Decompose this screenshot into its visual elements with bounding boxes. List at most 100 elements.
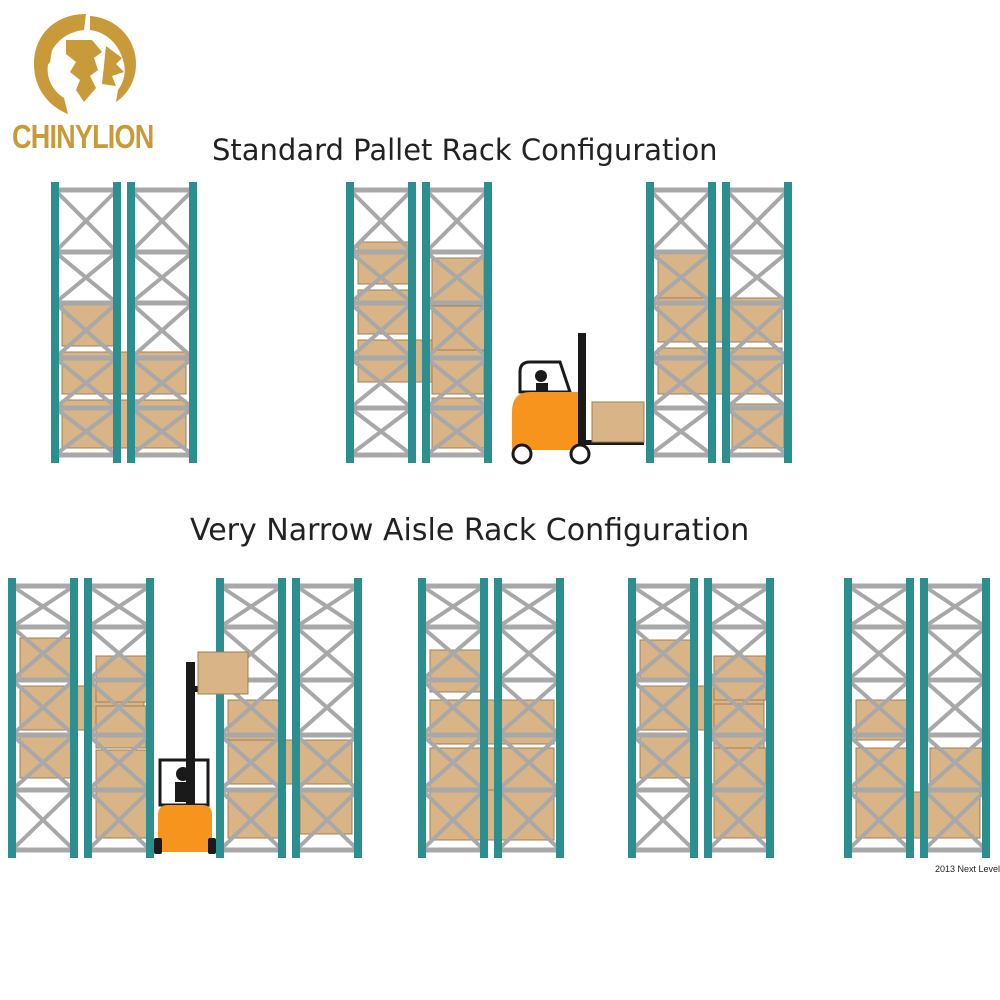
rack-upright <box>8 578 16 858</box>
rack-upright <box>784 182 792 463</box>
rack-brace <box>706 788 772 852</box>
pallet-box <box>713 747 767 791</box>
rack-brace <box>630 584 696 629</box>
rack-pair <box>346 182 492 463</box>
rack-upright <box>354 578 362 858</box>
rack-upright <box>766 578 774 858</box>
pallet-box <box>731 403 785 449</box>
credit-text: 2013 Next Level <box>934 864 1000 874</box>
rack-brace <box>724 356 790 410</box>
rack-upright <box>51 182 59 463</box>
rack-brace <box>218 788 284 852</box>
pallet-box <box>227 739 353 785</box>
rack-brace <box>294 733 360 792</box>
brand-name: CHINYLION <box>12 118 154 155</box>
vna-wheel <box>154 838 162 854</box>
rack-brace <box>648 406 714 457</box>
pallet-box <box>299 789 353 835</box>
vna-truck-icon <box>154 651 249 854</box>
rack-brace <box>846 788 912 852</box>
rack-pair <box>646 182 792 463</box>
rack-pair <box>628 578 774 858</box>
rack-upright <box>84 578 92 858</box>
rack-brace <box>53 356 119 410</box>
vna-body <box>158 805 212 852</box>
rack-upright <box>628 578 636 858</box>
rack-brace <box>922 584 988 629</box>
rack-brace <box>86 788 152 852</box>
lion-logo <box>34 14 136 114</box>
rack-brace <box>496 625 562 682</box>
rack-brace <box>218 733 284 792</box>
rack-brace <box>424 250 490 305</box>
rack-upright <box>346 182 354 463</box>
rack-brace <box>706 733 772 792</box>
rack-pair <box>418 578 564 858</box>
rack-brace <box>630 678 696 737</box>
vna-config-title: Very Narrow Aisle Rack Configuration <box>190 513 750 548</box>
rack-brace <box>922 625 988 682</box>
rack-upright <box>646 182 654 463</box>
rack-upright <box>556 578 564 858</box>
rack-upright <box>704 578 712 858</box>
vna-load <box>197 651 249 695</box>
rack-upright <box>494 578 502 858</box>
rack-brace <box>630 625 696 682</box>
rack-brace <box>348 301 414 360</box>
rack-brace <box>724 250 790 305</box>
rack-brace <box>294 678 360 737</box>
forklift-cage <box>518 360 573 394</box>
rack-brace <box>424 301 490 360</box>
rack-upright <box>408 182 416 463</box>
rack-brace <box>53 188 119 254</box>
rack-brace <box>129 188 195 254</box>
rack-upright <box>292 578 300 858</box>
rack-brace <box>648 250 714 305</box>
forklift-driver-head <box>535 370 547 382</box>
rack-brace <box>129 356 195 410</box>
rack-brace <box>86 733 152 792</box>
rack-brace <box>922 788 988 852</box>
rack-brace <box>294 788 360 852</box>
rack-upright <box>906 578 914 858</box>
rack-upright <box>278 578 286 858</box>
rack-brace <box>724 188 790 254</box>
rack-upright <box>844 578 852 858</box>
rack-brace <box>129 406 195 457</box>
rack-upright <box>484 182 492 463</box>
forklift-mast <box>578 333 586 445</box>
rack-brace <box>86 584 152 629</box>
rack-upright <box>216 578 224 858</box>
rack-brace <box>53 406 119 457</box>
rack-brace <box>496 584 562 629</box>
rack-brace <box>10 788 76 852</box>
rack-brace <box>706 584 772 629</box>
rack-brace <box>53 301 119 360</box>
rack-upright <box>920 578 928 858</box>
rack-brace <box>846 733 912 792</box>
rack-upright <box>480 578 488 858</box>
forklift-wheel <box>569 443 591 465</box>
rack-brace <box>348 406 414 457</box>
rack-brace <box>420 733 486 792</box>
vna-wheel <box>208 838 216 854</box>
rack-brace <box>218 584 284 629</box>
rack-upright <box>418 578 426 858</box>
rack-brace <box>218 678 284 737</box>
rack-brace <box>420 625 486 682</box>
rack-brace <box>10 678 76 737</box>
forklift-wheel <box>511 443 533 465</box>
forklift-icon <box>511 333 645 465</box>
rack-brace <box>294 625 360 682</box>
rack-brace <box>496 733 562 792</box>
rack-brace <box>424 188 490 254</box>
rack-brace <box>846 584 912 629</box>
rack-brace <box>922 678 988 737</box>
rack-brace <box>86 678 152 737</box>
rack-pair <box>8 578 154 858</box>
rack-pair <box>51 182 197 463</box>
pallet-box <box>95 749 149 791</box>
rack-brace <box>348 188 414 254</box>
rack-brace <box>420 788 486 852</box>
